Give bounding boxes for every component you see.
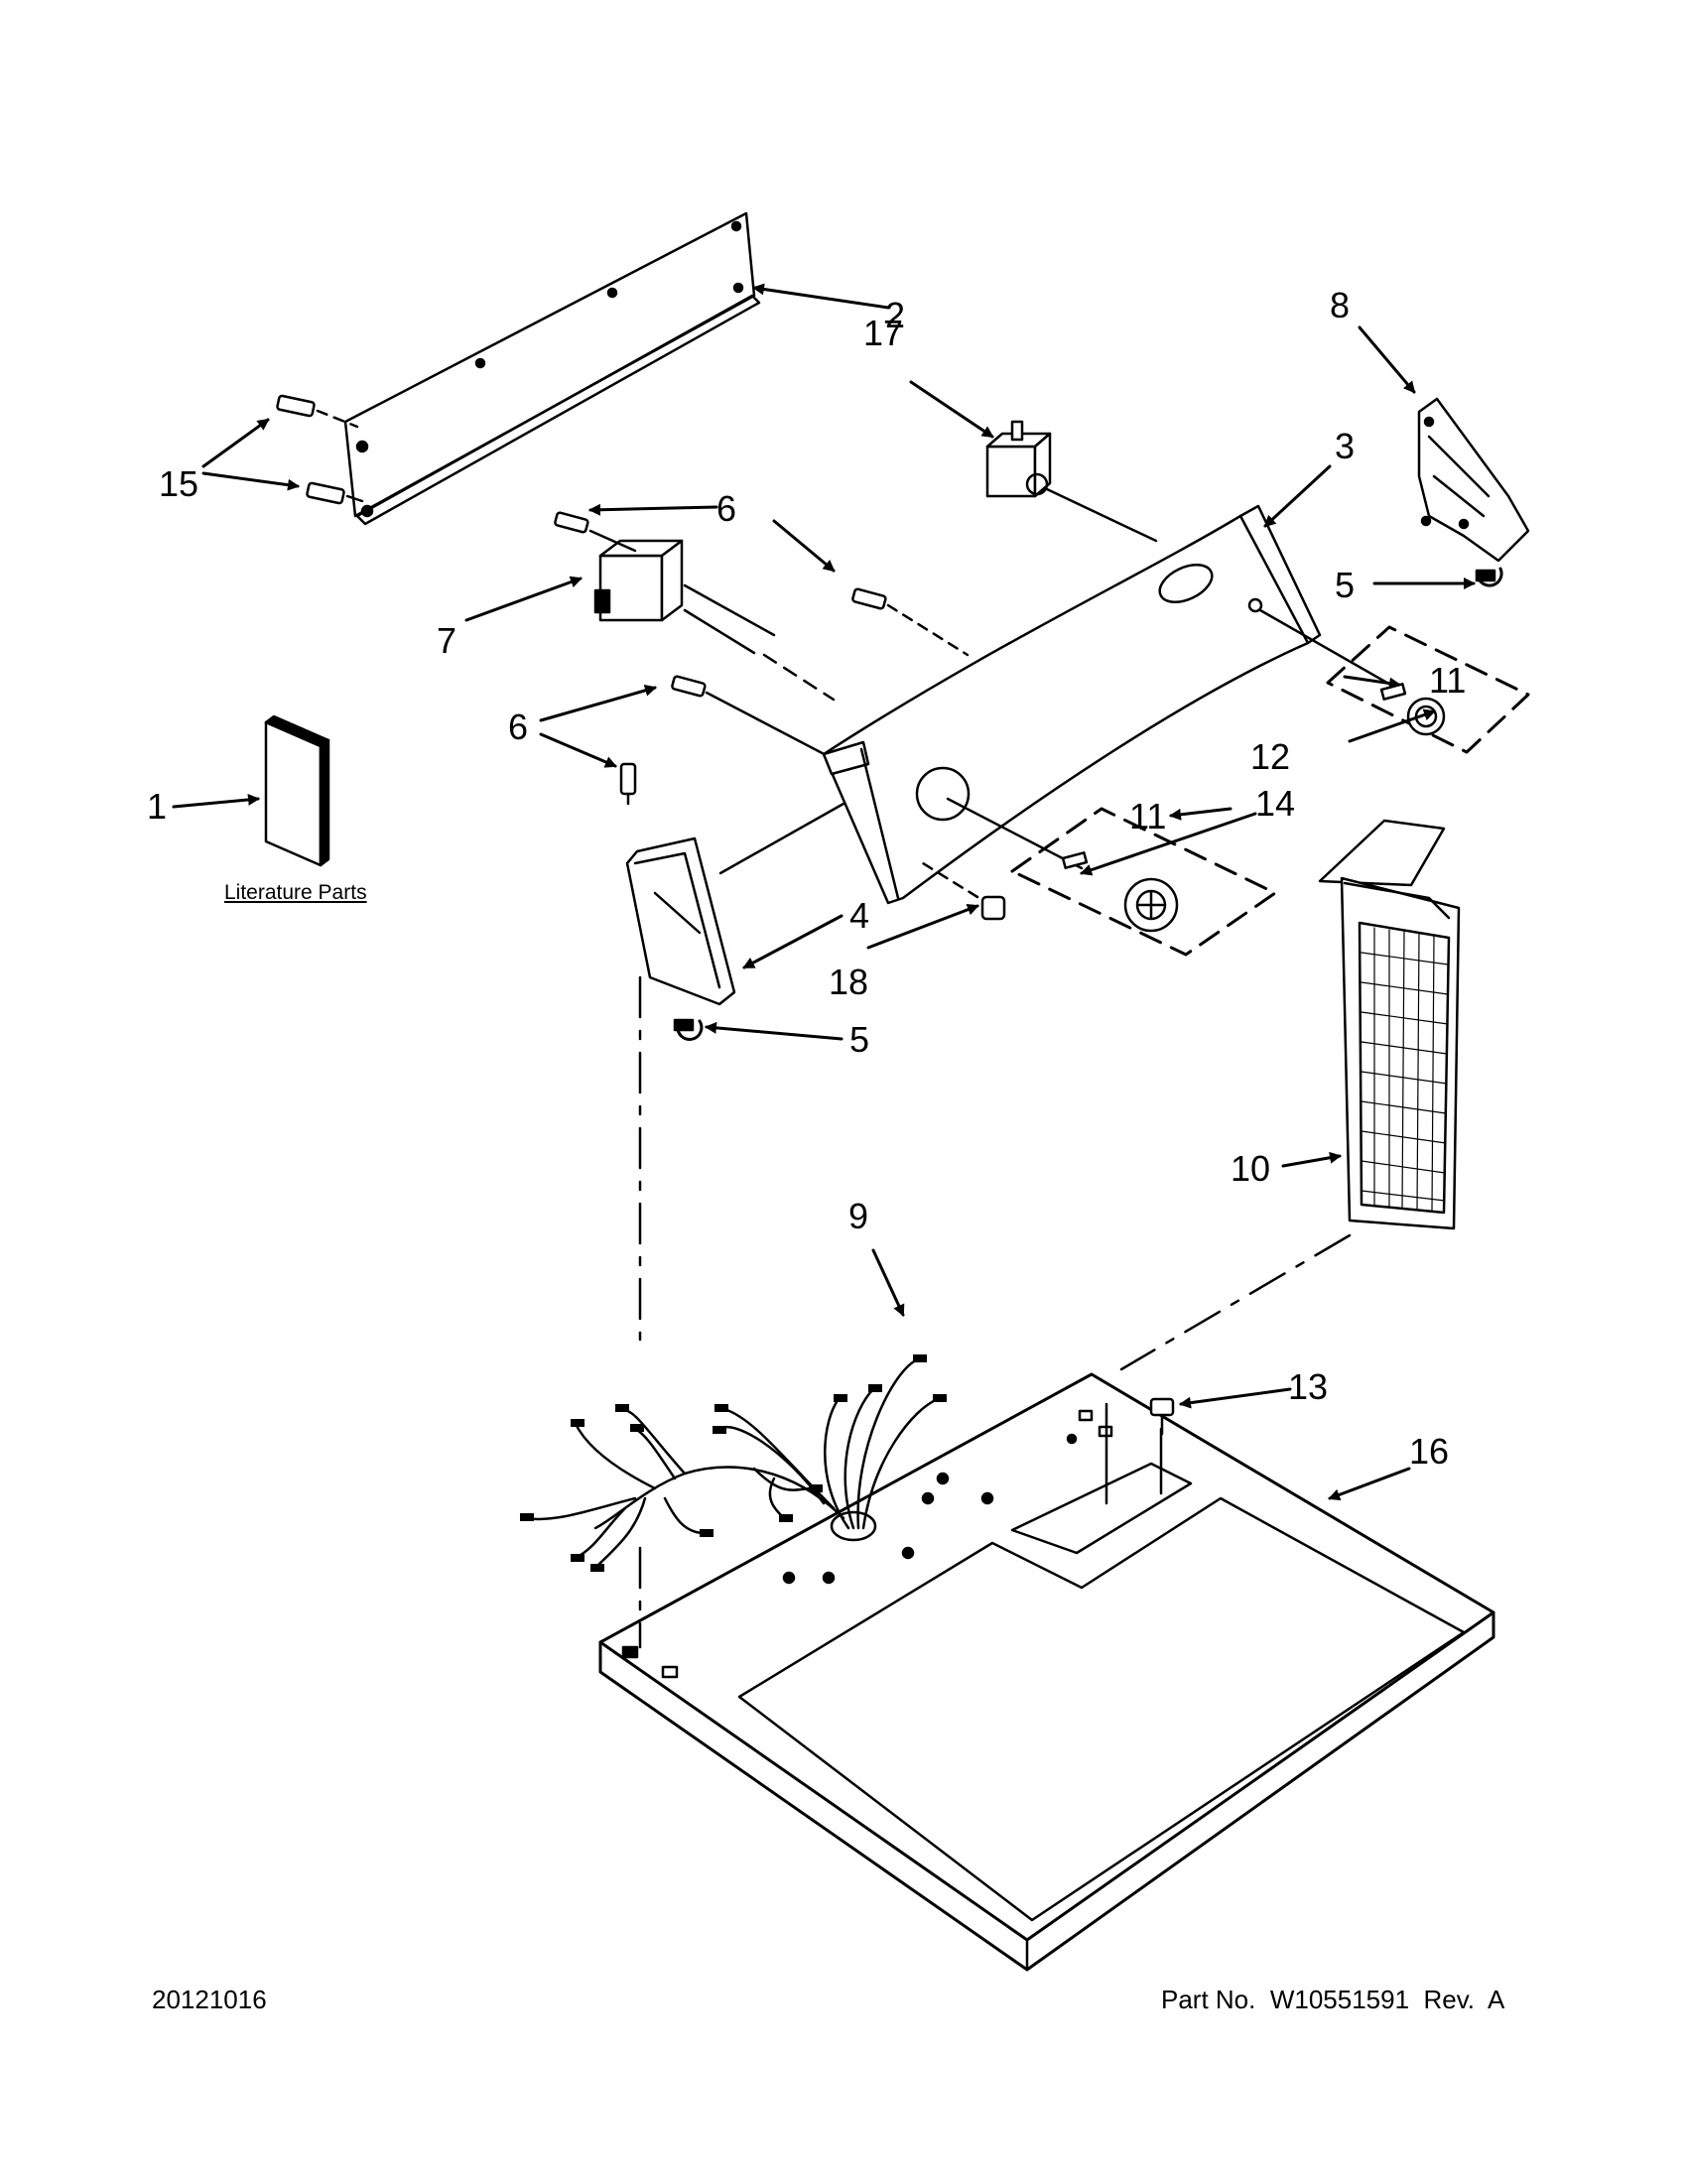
- footer-part-number: Part No. W10551591 Rev. A: [1161, 1985, 1505, 2014]
- callout-11b: 11: [1129, 796, 1167, 836]
- callout-5b: 5: [849, 1019, 870, 1060]
- part-screw-13: [1149, 1397, 1175, 1436]
- kit-12-dashed-box: [1326, 625, 1530, 754]
- part-endcap-4: [625, 802, 845, 1006]
- part-literature-1: [264, 714, 330, 867]
- callout-11a: 11: [1429, 660, 1467, 701]
- part-timer-7: [593, 539, 836, 702]
- part-clip-5b: [673, 1018, 704, 1041]
- callout-8: 8: [1330, 285, 1351, 325]
- callout-12: 12: [1250, 736, 1291, 777]
- part-clip-5a: [1475, 567, 1503, 587]
- part-screw-15b: [306, 481, 364, 505]
- part-screw-6d: [619, 762, 637, 806]
- callout-1: 1: [147, 786, 168, 827]
- footer-date-code: 20121016: [152, 1985, 267, 2014]
- callout-10: 10: [1231, 1148, 1271, 1189]
- callout-17: 17: [863, 313, 904, 353]
- part-control-panel-3: [822, 504, 1401, 905]
- part-screw-6a: [554, 511, 637, 553]
- part-screw-15a: [276, 394, 359, 429]
- part-wire-harness-9: [520, 1354, 947, 1572]
- part-lint-screen-10: [1119, 819, 1461, 1371]
- callout-5a: 5: [1335, 565, 1356, 605]
- kit-14-dashed-box: [1010, 807, 1277, 957]
- callout-4: 4: [849, 895, 870, 936]
- part-top-16: [598, 1372, 1495, 1972]
- part-screw-6b: [851, 587, 970, 657]
- callout-9: 9: [848, 1196, 869, 1236]
- callout-13: 13: [1288, 1366, 1329, 1407]
- callout-6a: 6: [716, 488, 737, 529]
- part-screw-18: [921, 861, 1006, 921]
- literature-parts-label: Literature Parts: [224, 881, 367, 904]
- callout-2: 2: [885, 295, 906, 335]
- callout-15: 15: [159, 463, 199, 504]
- callout-14: 14: [1255, 783, 1296, 824]
- part-bracket-8: [1417, 397, 1530, 563]
- leader-lines: [172, 283, 1476, 1501]
- part-switch-17: [985, 420, 1158, 543]
- callout-7: 7: [437, 620, 457, 661]
- part-screw-6c: [671, 675, 836, 761]
- callout-18: 18: [829, 962, 869, 1002]
- part-rear-bracket: [343, 211, 761, 526]
- callout-16: 16: [1409, 1431, 1450, 1472]
- callout-6b: 6: [508, 707, 529, 747]
- callout-3: 3: [1335, 426, 1356, 466]
